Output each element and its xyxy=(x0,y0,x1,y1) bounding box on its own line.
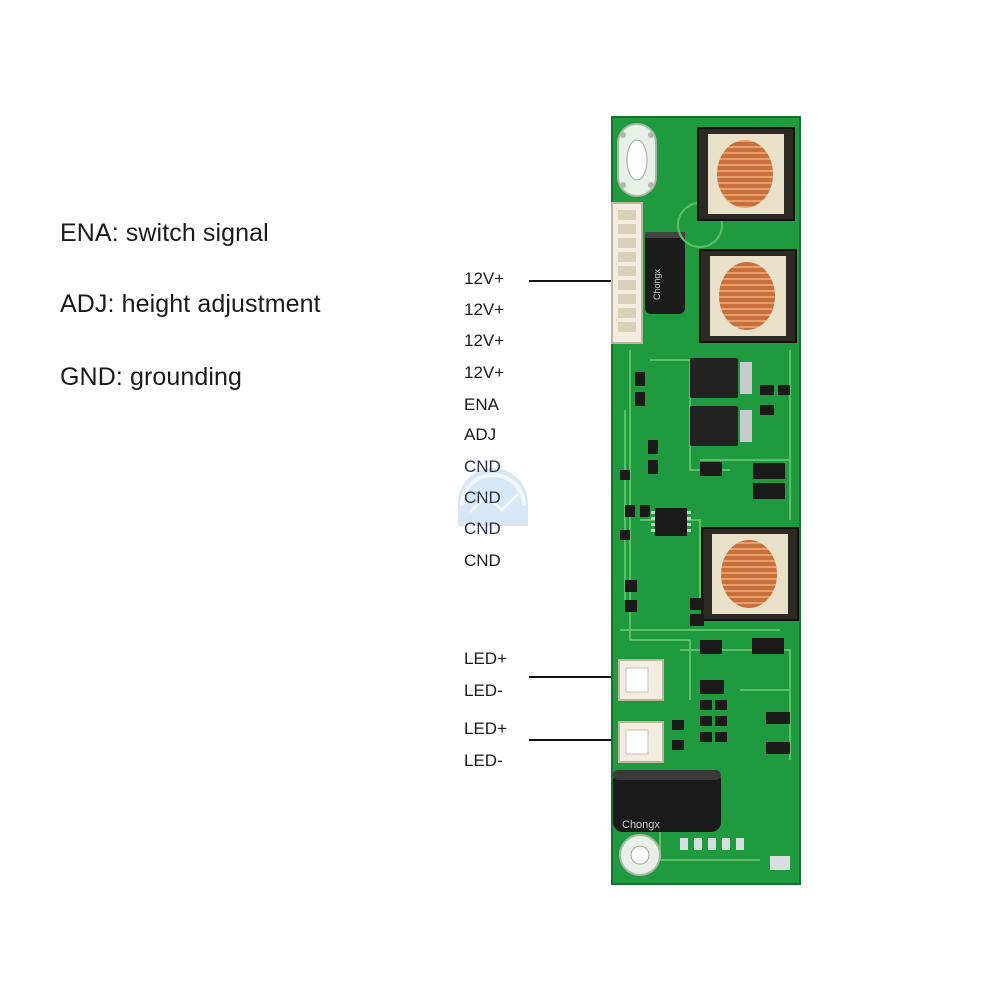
legend-gnd: GND: grounding xyxy=(60,363,243,391)
mosfet-1 xyxy=(690,358,752,398)
legend-adj: ADJ: height adjustment xyxy=(60,290,321,318)
mosfet-2 xyxy=(690,406,752,446)
pin-label-6: ADJ xyxy=(464,425,497,444)
output2-pin-minus: LED- xyxy=(464,751,503,770)
pin-label-1: 12V+ xyxy=(464,269,505,288)
bottom-pads xyxy=(680,838,790,870)
legend-ena: ENA: switch signal xyxy=(60,219,269,247)
transformer-2 xyxy=(699,249,797,343)
leader-line-input xyxy=(529,280,619,282)
output1-pin-minus: LED- xyxy=(464,681,503,700)
output-connector-1 xyxy=(618,659,664,701)
output1-pin-plus: LED+ xyxy=(464,649,507,668)
pin-label-3: 12V+ xyxy=(464,331,505,350)
mounting-hole-top xyxy=(617,123,657,197)
output-connector-2 xyxy=(618,721,664,763)
mounting-hole-bottom xyxy=(619,834,661,876)
pin-label-7: CND xyxy=(464,457,501,476)
capacitor-small-brand: Chongx xyxy=(652,268,662,300)
transformer-1 xyxy=(697,127,795,221)
pin-label-10: CND xyxy=(464,551,501,570)
controller-ic xyxy=(651,508,691,536)
smd-components xyxy=(620,372,790,754)
pin-label-5: ENA xyxy=(464,395,499,414)
capacitor-small xyxy=(645,202,723,314)
pin-label-4: 12V+ xyxy=(464,363,505,382)
pin-label-8: CND xyxy=(464,488,501,507)
leader-line-output-2 xyxy=(529,739,621,741)
watermark-logo xyxy=(458,468,528,526)
pin-label-9: CND xyxy=(464,519,501,538)
input-connector xyxy=(611,202,643,344)
pin-label-2: 12V+ xyxy=(464,300,505,319)
transformer-3 xyxy=(701,527,799,621)
output2-pin-plus: LED+ xyxy=(464,719,507,738)
leader-line-output-1 xyxy=(529,676,621,678)
capacitor-large xyxy=(613,770,721,832)
capacitor-large-brand: Chongx xyxy=(622,819,660,831)
